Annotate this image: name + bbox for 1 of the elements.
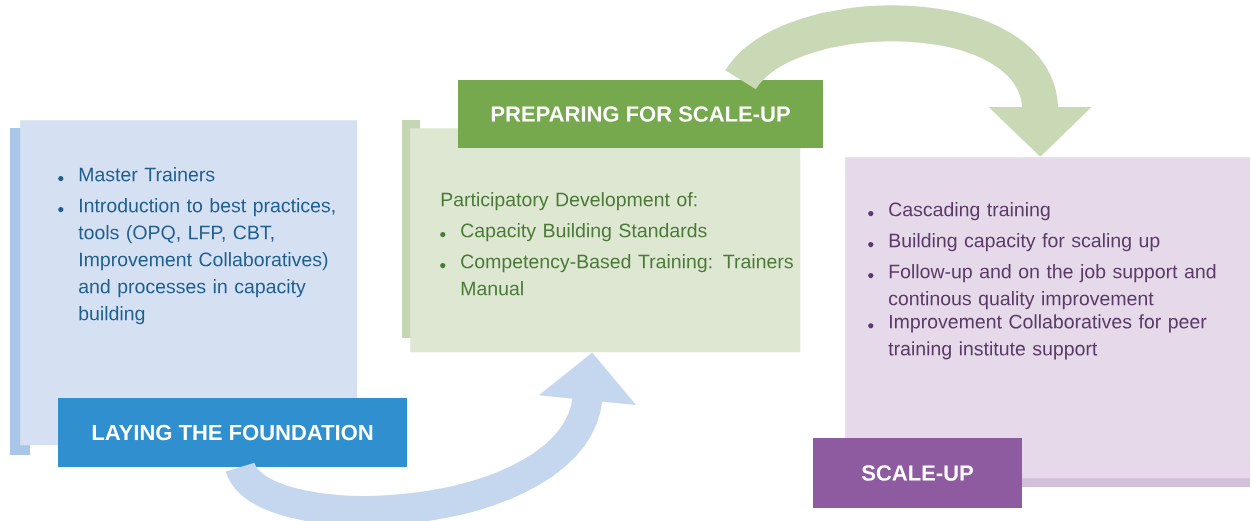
- heading-tab: PREPARING FOR SCALE-UP: [458, 80, 823, 148]
